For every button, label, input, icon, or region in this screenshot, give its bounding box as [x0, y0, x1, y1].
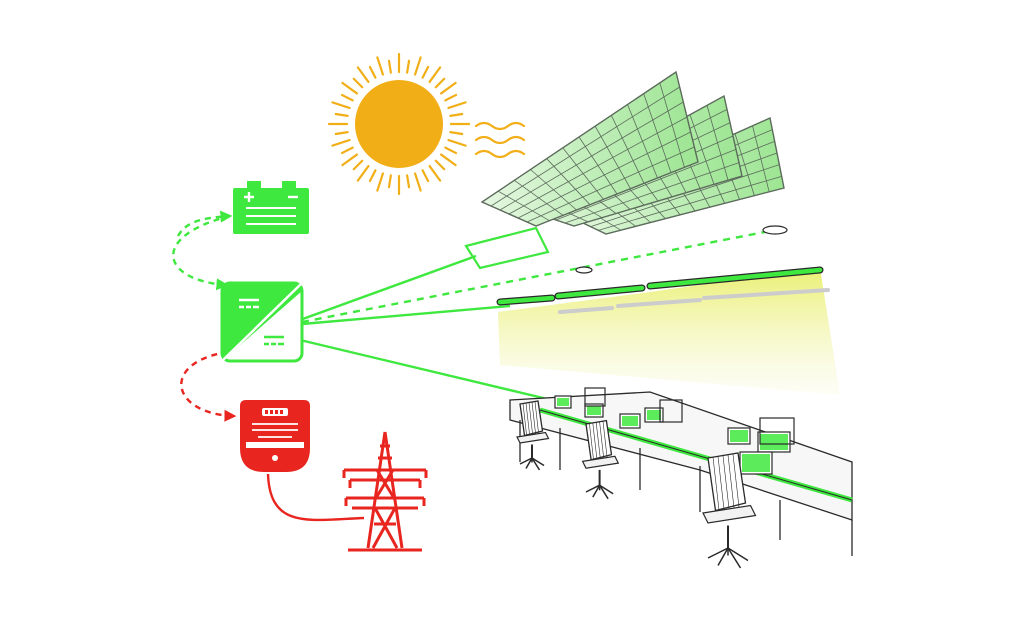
heat-waves-icon [474, 121, 526, 159]
office-desk-icon [509, 387, 853, 569]
solar-panel [480, 70, 699, 227]
sun-icon [327, 52, 471, 196]
inverter-to-desks-line [299, 338, 561, 404]
ceiling-sensor [575, 225, 788, 274]
solar-panel-icon [480, 70, 785, 235]
office-chair [581, 419, 620, 500]
inverter-to-lights-line [301, 304, 511, 326]
electric-meter-icon [240, 400, 310, 472]
transmission-tower-icon [342, 431, 428, 552]
inverter-icon [220, 281, 304, 363]
led-light-icon [496, 225, 840, 395]
panel-junction-box [464, 226, 550, 270]
office-chair [516, 400, 550, 471]
battery-icon [233, 181, 309, 234]
pylon-to-meter-line [266, 473, 365, 522]
inverter-to-lights-dashed-line [301, 228, 776, 324]
solar-to-inverter-line [299, 254, 477, 322]
office-chair [702, 452, 757, 569]
battery-to-inverter-dashed-arrow [172, 210, 233, 291]
